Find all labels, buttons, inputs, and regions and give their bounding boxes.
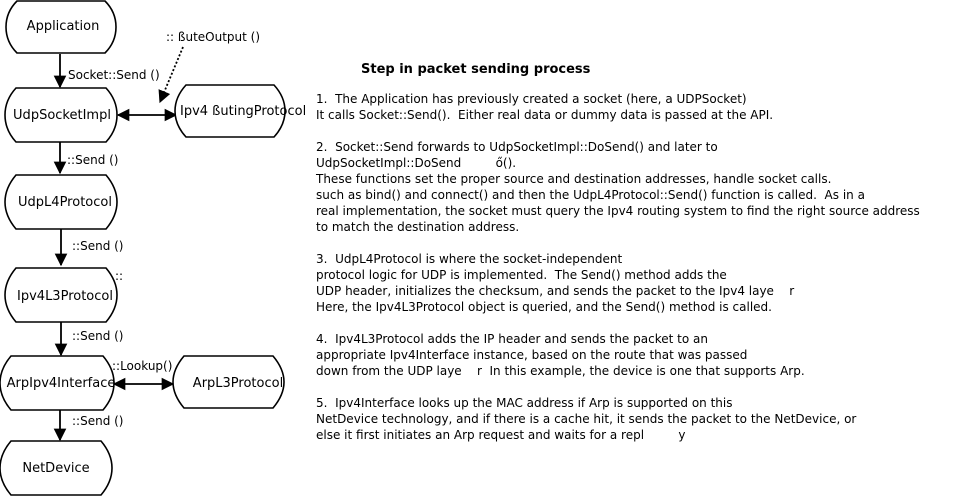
step-line: Here, the Ipv4L3Protocol object is queri…: [316, 300, 772, 314]
node-netdevice: NetDevice: [0, 440, 113, 496]
edge-label-send-3: ::Send (): [72, 329, 124, 343]
step-line: down from the UDP laye r In this example…: [316, 364, 805, 378]
steps-list: 1. The Application has previously create…: [316, 91, 920, 459]
step-line: protocol logic for UDP is implemented. T…: [316, 268, 727, 282]
step-1: 1. The Application has previously create…: [316, 91, 920, 123]
node-application: Application: [5, 0, 117, 54]
node-arpl3protocol: ArpL3Protocol: [172, 355, 285, 409]
step-line: It calls Socket::Send(). Either real dat…: [316, 108, 774, 122]
edge-label-lookup: ::Lookup(): [112, 359, 172, 373]
edge-label-send-2: ::Send (): [72, 239, 124, 253]
step-line: real implementation, the socket must que…: [316, 204, 920, 218]
node-udpsocketimpl-label: UdpSocketImpl: [13, 108, 111, 123]
step-2: 2. Socket::Send forwards to UdpSocketImp…: [316, 139, 920, 235]
step-line: NetDevice technology, and if there is a …: [316, 412, 857, 426]
node-udpsocketimpl: UdpSocketImpl: [4, 87, 118, 143]
step-line: appropriate Ipv4Interface instance, base…: [316, 348, 748, 362]
panel-title: Step in packet sending process: [361, 62, 591, 77]
step-line: 4. Ipv4L3Protocol adds the IP header and…: [316, 332, 708, 346]
step-4: 4. Ipv4L3Protocol adds the IP header and…: [316, 331, 920, 379]
step-line: These functions set the proper source an…: [316, 172, 832, 186]
step-line: to match the destination address.: [316, 220, 520, 234]
node-arpipv4interface-label: ArpIpv4Interface: [7, 376, 116, 391]
node-ipv4-routing-label: Ipv4 ßutingProtocol: [180, 104, 306, 119]
node-ipv4l3protocol: Ipv4L3Protocol: [4, 267, 118, 323]
edge-label-send-1: ::Send (): [67, 153, 119, 167]
step-line: UdpSocketImpl::DoSend ő().: [316, 156, 517, 170]
node-application-label: Application: [27, 19, 100, 34]
step-5: 5. Ipv4Interface looks up the MAC addres…: [316, 395, 920, 443]
step-line: 1. The Application has previously create…: [316, 92, 747, 106]
step-line: 2. Socket::Send forwards to UdpSocketImp…: [316, 140, 718, 154]
node-ipv4l3protocol-label: Ipv4L3Protocol: [17, 289, 113, 304]
step-line: 5. Ipv4Interface looks up the MAC addres…: [316, 396, 733, 410]
step-line: such as bind() and connect() and then th…: [316, 188, 865, 202]
step-line: UDP header, initializes the checksum, an…: [316, 284, 795, 298]
node-arpl3protocol-label: ArpL3Protocol: [193, 376, 283, 391]
step-line: else it first initiates an Arp request a…: [316, 428, 686, 442]
node-udpl4protocol: UdpL4Protocol: [4, 174, 118, 230]
node-udpl4protocol-label: UdpL4Protocol: [18, 195, 112, 210]
edge-label-colons: ::: [115, 269, 123, 283]
edge-label-send-4: ::Send (): [72, 414, 124, 428]
edge-label-socket-send: Socket::Send (): [68, 68, 160, 82]
step-line: 3. UdpL4Protocol is where the socket-ind…: [316, 252, 623, 266]
step-3: 3. UdpL4Protocol is where the socket-ind…: [316, 251, 920, 315]
node-arpipv4interface: ArpIpv4Interface: [0, 355, 116, 411]
node-netdevice-label: NetDevice: [22, 461, 89, 476]
edge-routeoutput-dotted: [158, 46, 184, 104]
node-ipv4-routing-protocol: Ipv4 ßutingProtocol: [174, 84, 306, 138]
edge-label-route-output: :: ßuteOutput (): [166, 30, 260, 44]
